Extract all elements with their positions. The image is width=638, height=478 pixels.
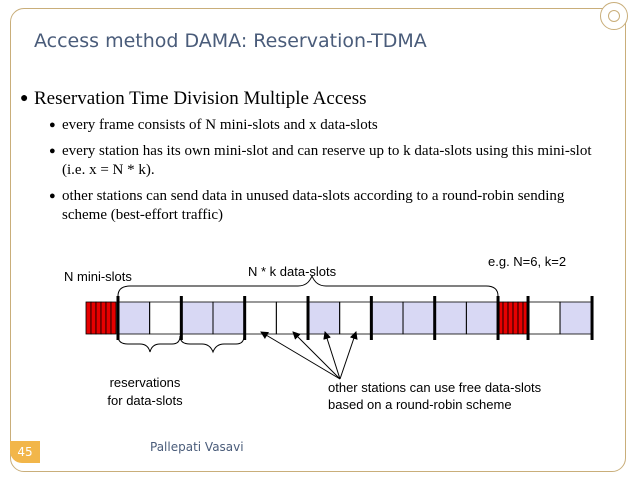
other-stations-label-line1: other stations can use free data-slots bbox=[328, 380, 542, 395]
reserved-data-slot bbox=[117, 301, 151, 335]
pointer-arrow bbox=[339, 331, 358, 380]
reserved-data-slot bbox=[180, 301, 214, 335]
bullet-marker-icon: ● bbox=[49, 119, 56, 131]
main-bullet: ● Reservation Time Division Multiple Acc… bbox=[20, 88, 600, 110]
reserved-data-slot bbox=[434, 301, 467, 335]
pointer-arrow bbox=[323, 331, 341, 380]
sub-bullet-text: other stations can send data in unused d… bbox=[62, 188, 565, 223]
mini-slot bbox=[105, 301, 112, 335]
mini-slot bbox=[85, 301, 92, 335]
free-data-slot bbox=[149, 301, 182, 335]
mini-slots-label: N mini-slots bbox=[64, 269, 132, 284]
data-slots-brace bbox=[117, 274, 499, 297]
reserved-data-slot bbox=[212, 301, 246, 335]
mini-slot bbox=[512, 301, 519, 335]
free-data-slot bbox=[339, 301, 372, 335]
reservations-label-line1: reservations bbox=[110, 375, 181, 390]
bullet-marker-icon: ● bbox=[49, 190, 56, 202]
main-bullet-text: Reservation Time Division Multiple Acces… bbox=[34, 88, 367, 109]
reserved-data-slot bbox=[370, 301, 404, 335]
reserved-data-slot bbox=[307, 301, 341, 335]
mini-slot bbox=[507, 301, 514, 335]
reservations-label-line2: for data-slots bbox=[107, 393, 183, 408]
mini-slot bbox=[95, 301, 102, 335]
reserved-data-slot bbox=[465, 301, 499, 335]
free-data-slot bbox=[275, 301, 309, 335]
mini-slot bbox=[100, 301, 107, 335]
reserved-data-slot bbox=[402, 301, 436, 335]
reserved-data-slot bbox=[559, 301, 593, 335]
pointer-arrow bbox=[292, 331, 341, 380]
bullet-marker-icon: ● bbox=[49, 145, 56, 157]
corner-ring-decoration bbox=[600, 2, 628, 30]
slide-title: Access method DAMA: Reservation-TDMA bbox=[34, 30, 427, 52]
data-slots-label: N * k data-slots bbox=[248, 264, 337, 279]
slide-frame bbox=[10, 8, 626, 472]
example-label: e.g. N=6, k=2 bbox=[488, 254, 566, 269]
bullet-list: ● Reservation Time Division Multiple Acc… bbox=[20, 88, 600, 225]
slot-dividers bbox=[116, 296, 594, 340]
free-data-slot bbox=[244, 301, 277, 335]
mini-slot bbox=[110, 301, 117, 335]
slot-row bbox=[85, 301, 593, 335]
page-number-badge: 45 bbox=[10, 441, 40, 463]
reservation-brace-left bbox=[117, 335, 181, 353]
mini-slot bbox=[502, 301, 509, 335]
sub-bullet: ● every frame consists of N mini-slots a… bbox=[20, 116, 600, 135]
bullet-marker-icon: ● bbox=[20, 91, 29, 106]
free-data-slot bbox=[527, 301, 561, 335]
mini-slot bbox=[90, 301, 97, 335]
pointer-arrow bbox=[260, 331, 341, 380]
reservation-brace-right bbox=[179, 335, 245, 354]
mini-slot bbox=[517, 301, 524, 335]
author-name: Pallepati Vasavi bbox=[150, 440, 244, 454]
sub-bullet: ● other stations can send data in unused… bbox=[20, 187, 600, 225]
other-stations-label-line2: based on a round-robin scheme bbox=[328, 397, 512, 412]
sub-bullet: ● every station has its own mini-slot an… bbox=[20, 142, 600, 180]
sub-bullet-text: every frame consists of N mini-slots and… bbox=[62, 117, 378, 133]
sub-bullet-text: every station has its own mini-slot and … bbox=[62, 143, 592, 178]
